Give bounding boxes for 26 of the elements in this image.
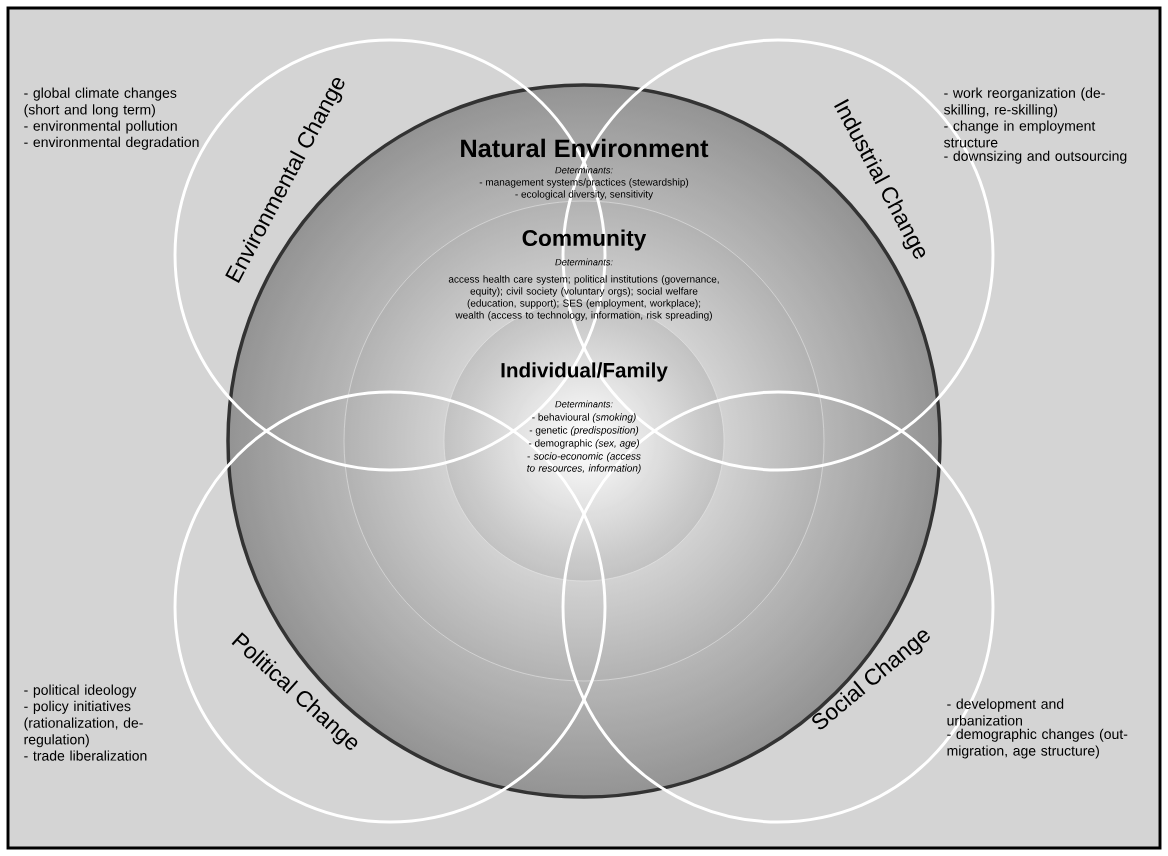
bullet-item: - political ideology (24, 684, 137, 698)
bullet-item: - demographic changes (out-migration, age structure) (947, 728, 1128, 759)
bullet-item: - global climate changes (short and long term) (24, 87, 177, 118)
bullet-item: - work reorganization (de-skilling, re-skilling) (944, 87, 1105, 118)
determinant-item: - genetic (predisposition) (529, 426, 639, 436)
bullet-item: - change in employment structure (944, 120, 1096, 148)
determinants-heading: Determinants: (555, 258, 613, 266)
determinant-item: - ecological diversity, sensitivity (515, 190, 654, 200)
bullet-item: - trade liberalization (24, 750, 147, 761)
shaded-circle (443, 300, 725, 582)
bullet-item: - downsizing and outsourcing (944, 150, 1127, 164)
bullet-item: - environmental pollution (24, 120, 177, 134)
determinant-item: - demographic (sex, age) (528, 439, 639, 449)
determinants-text: access health care system; political institutions (governance, equity); civil society (voluntary orgs); social welfare (education, support); SES (employment, workplace); wealth (access to technology, information, risk spreading) (448, 275, 719, 321)
circle-title: Individual/Family (501, 362, 668, 382)
bullet-item: - development and urbanization (947, 698, 1064, 726)
determinants-heading: Determinants: (555, 400, 613, 408)
determinant-item: - behavioural (smoking) (532, 413, 636, 423)
circle-title: Natural Environment (461, 138, 709, 158)
bullet-item: - policy initiatives (rationalization, de-regulation) (24, 700, 143, 748)
circle-title: Community (522, 229, 647, 251)
shaded-circle (343, 200, 825, 682)
determinant-item: - management systems/practices (stewardship) (479, 178, 689, 188)
bullet-item: - environmental degradation (24, 136, 199, 150)
determinant-item: - socio-economic (access to resources, information) (527, 452, 641, 474)
determinants-heading: Determinants: (555, 166, 613, 174)
